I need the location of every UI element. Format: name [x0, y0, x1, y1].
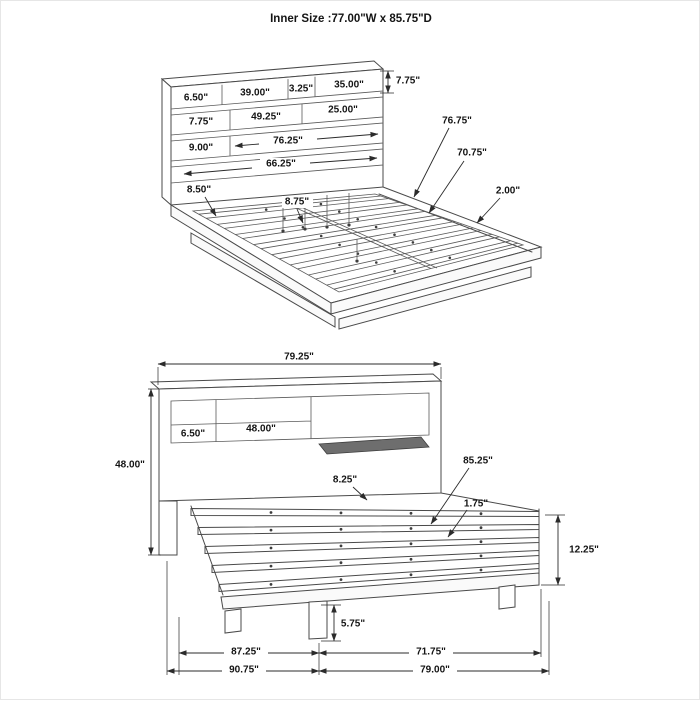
headboard-shelf-dividers	[170, 396, 312, 442]
plinth-left	[190, 232, 336, 328]
dim-label-row1-2: 39.00"	[240, 88, 270, 99]
dim-line-row4-right	[309, 155, 378, 164]
label-halo	[222, 665, 266, 677]
headboard-shelf-dividers	[221, 76, 316, 156]
label-halo	[413, 665, 457, 677]
dim-label-row3-1: 9.00"	[189, 143, 213, 154]
dim-label-left-height: 48.00"	[115, 460, 145, 471]
dim-label-bottom-inner-right: 71.75"	[416, 647, 446, 658]
dim-label-top-width: 79.25"	[284, 352, 314, 363]
leader-slat-spacing	[296, 208, 304, 224]
ext-foot-clearance	[321, 604, 341, 642]
support-leg-feet	[281, 223, 359, 263]
dim-label-bottom-outer-left: 90.75"	[229, 665, 259, 676]
dim-label-row4: 66.25"	[266, 159, 296, 170]
dim-label-row2-3: 25.00"	[328, 105, 358, 116]
dim-label-bottom-outer-right: 79.00"	[420, 665, 450, 676]
leader-callout-3	[476, 197, 501, 224]
center-support-rail	[283, 201, 438, 269]
plinth-front	[338, 266, 532, 330]
ext-right-height	[541, 514, 565, 586]
headboard-left-cap	[161, 77, 172, 207]
dim-label-slat-spacing: 8.75"	[285, 197, 309, 208]
side-rail-top-edge	[440, 492, 540, 512]
rail-left-face	[170, 204, 332, 315]
dim-label-headboard-base: 8.50"	[187, 185, 211, 196]
dim-label-row3-2: 76.25"	[273, 136, 303, 147]
dim-label-callout-1: 76.75"	[442, 116, 472, 127]
dim-ticks-row1-height	[380, 70, 394, 94]
leader-headboard-base	[204, 196, 217, 217]
headboard-left-leg	[158, 500, 178, 556]
platform-right-foot	[498, 584, 516, 610]
platform-left-foot	[224, 608, 242, 634]
deck-board-dots	[269, 511, 483, 586]
front-elevation-view: 79.25" 48.00" 6.50" 48.00" 8.25" 85.25" …	[115, 352, 599, 677]
label-halo	[260, 158, 304, 170]
dim-label-slat-thickness: 1.75"	[464, 499, 488, 510]
dim-label-row1-4: 35.00"	[334, 80, 364, 91]
dim-label-row1-3: 3.25"	[289, 84, 313, 95]
support-legs	[282, 193, 358, 259]
leader-callout-1	[413, 127, 450, 198]
platform-center-leg	[308, 600, 328, 640]
slat-screw-dots	[264, 202, 452, 273]
label-halo	[409, 647, 453, 659]
dim-label-row2-1: 7.75"	[189, 117, 213, 128]
page-title: Inner Size :77.00"W x 85.75"D	[270, 13, 432, 25]
ext-bottom-dims	[166, 561, 550, 675]
ext-top-width	[157, 367, 442, 385]
top-perspective-view: 6.50" 39.00" 3.25" 35.00" 7.75" 7.75" 49…	[160, 60, 543, 330]
platform-front-band	[220, 572, 540, 610]
dim-label-shelf-left: 6.50"	[181, 429, 205, 440]
leader-callout-2	[428, 160, 465, 214]
dim-label-callout-3: 2.00"	[496, 186, 520, 197]
label-halo	[282, 196, 313, 208]
label-halo	[224, 647, 268, 659]
headboard-shelf-lines	[170, 90, 384, 184]
dim-label-row1-1: 6.50"	[184, 93, 208, 104]
leader-below-shelf	[352, 486, 368, 501]
dim-label-bottom-inner-left: 87.25"	[231, 647, 261, 658]
leader-deck-depth	[430, 467, 470, 525]
dim-label-shelf-right: 48.00"	[246, 424, 276, 435]
deck-boards	[190, 507, 540, 593]
dim-label-below-shelf: 8.25"	[333, 475, 357, 486]
platform-end-edges	[190, 505, 540, 596]
dim-label-callout-2: 70.75"	[457, 148, 487, 159]
dim-label-row2-2: 49.25"	[251, 112, 281, 123]
dim-label-foot-clearance: 5.75"	[341, 619, 365, 630]
rail-right-edge	[378, 193, 542, 259]
headboard-light-slot	[318, 436, 430, 455]
dim-label-deck-depth: 85.25"	[463, 456, 493, 467]
dim-label-right-height: 12.25"	[569, 545, 599, 556]
headboard-shelf-opening	[170, 392, 430, 444]
dim-label-row1-height: 7.75"	[396, 76, 420, 87]
dim-line-row3-left	[234, 142, 260, 149]
dim-line-row4-left	[183, 167, 253, 177]
leader-slat-thickness	[447, 509, 468, 538]
dim-line-row3-right	[316, 131, 379, 140]
